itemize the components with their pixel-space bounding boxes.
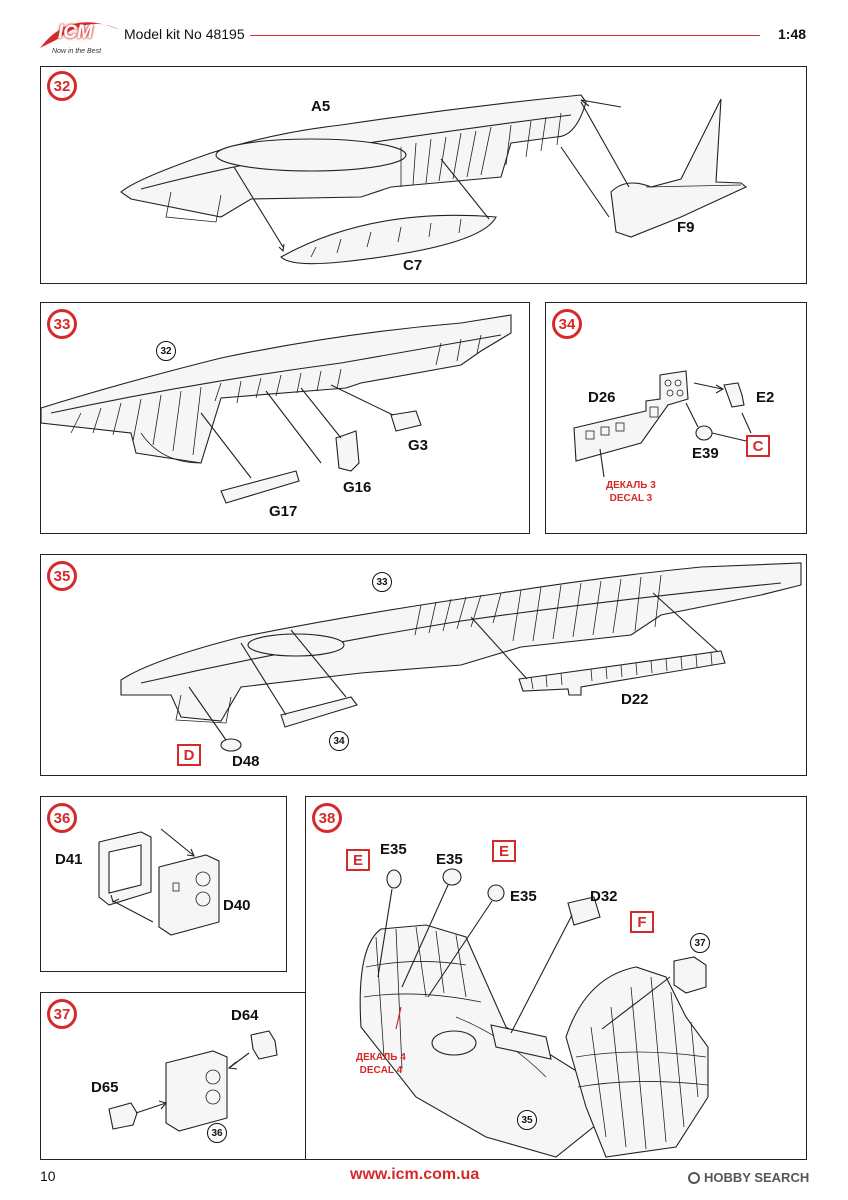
step-38-panel: 38 E35 E35 E35 D32 E E F 37 35 ДЕКАЛЬ 4 …	[305, 796, 807, 1160]
decal-4-ru: ДЕКАЛЬ 4	[356, 1052, 406, 1063]
scale-label: 1:48	[778, 26, 807, 42]
sprue-c-box: C	[746, 435, 770, 457]
part-label-d48: D48	[232, 753, 260, 770]
part-label-g3: G3	[408, 437, 429, 454]
ref-step-33-circle: 33	[372, 572, 392, 592]
part-label-g16: G16	[343, 479, 372, 496]
part-label-f9: F9	[677, 219, 695, 236]
sprue-f-box: F	[630, 911, 654, 933]
part-label-d65: D65	[91, 1079, 119, 1096]
step-33-badge: 33	[47, 309, 77, 339]
header-rule	[250, 35, 760, 36]
brand-logo-text: ICM	[58, 22, 93, 43]
decal-3-label: ДЕКАЛЬ 3 DECAL 3	[606, 479, 656, 505]
step-34-panel: 34 D26 E2 E39 C ДЕКАЛЬ 3 DECAL 3	[545, 302, 807, 534]
watermark-text: HOBBY SEARCH	[704, 1170, 810, 1185]
website-link[interactable]: www.icm.com.ua	[350, 1166, 480, 1183]
ref-step-37-circle: 37	[690, 933, 710, 953]
decal-4-en: DECAL 4	[359, 1065, 403, 1076]
ref-step-32-circle: 32	[156, 341, 176, 361]
part-label-d64: D64	[231, 1007, 259, 1024]
step-32-badge: 32	[47, 71, 77, 101]
part-label-d22: D22	[621, 691, 649, 708]
step-35-panel: 35 33 34 D22 D48 D	[40, 554, 807, 776]
step-34-drawing	[573, 370, 752, 478]
icm-logo	[40, 22, 120, 48]
step-36-panel: 36 D41 D40	[40, 796, 287, 972]
part-label-e35-left: E35	[380, 841, 407, 858]
step-34-badge: 34	[552, 309, 582, 339]
ref-step-35-circle: 35	[517, 1110, 537, 1130]
part-label-d26: D26	[588, 389, 616, 406]
part-label-e35-middle: E35	[436, 851, 463, 868]
part-label-e39: E39	[692, 445, 719, 462]
sprue-d-box: D	[177, 744, 201, 766]
decal-4-label: ДЕКАЛЬ 4 DECAL 4	[356, 1051, 406, 1077]
step-37-badge: 37	[47, 999, 77, 1029]
page-number: 10	[40, 1168, 56, 1184]
part-label-c7: C7	[403, 257, 423, 274]
part-label-e35-right: E35	[510, 888, 537, 905]
step-32-panel: 32 A5 C7 F9	[40, 66, 807, 284]
part-label-d40: D40	[223, 897, 251, 914]
part-label-g17: G17	[269, 503, 298, 520]
watermark-logo: HOBBY SEARCH	[688, 1170, 809, 1185]
step-33-drawing	[40, 314, 512, 504]
step-35-badge: 35	[47, 561, 77, 591]
sprue-e-box-right: E	[492, 840, 516, 862]
step-36-badge: 36	[47, 803, 77, 833]
part-label-e2: E2	[756, 389, 775, 406]
step-38-drawing	[359, 868, 709, 1158]
ref-step-36-circle: 36	[207, 1123, 227, 1143]
step-37-panel: 37 D64 D65 36	[40, 992, 338, 1160]
decal-3-en: DECAL 3	[609, 493, 653, 504]
part-label-d41: D41	[55, 851, 83, 868]
part-label-a5: A5	[311, 98, 331, 115]
brand-slogan: Now in the Best	[52, 48, 102, 55]
step-35-drawing	[120, 562, 802, 752]
step-36-drawing	[98, 828, 220, 936]
part-label-d32: D32	[590, 888, 618, 905]
sprue-e-box-left: E	[346, 849, 370, 871]
step-33-panel: 33 32 G3 G16 G17	[40, 302, 530, 534]
ref-step-34-circle: 34	[329, 731, 349, 751]
step-38-badge: 38	[312, 803, 342, 833]
decal-3-ru: ДЕКАЛЬ 3	[606, 480, 656, 491]
watermark-icon	[688, 1171, 700, 1184]
step-37-drawing	[108, 1030, 278, 1132]
model-kit-number: Model kit No 48195	[124, 26, 245, 42]
step-32-drawing	[120, 94, 748, 265]
